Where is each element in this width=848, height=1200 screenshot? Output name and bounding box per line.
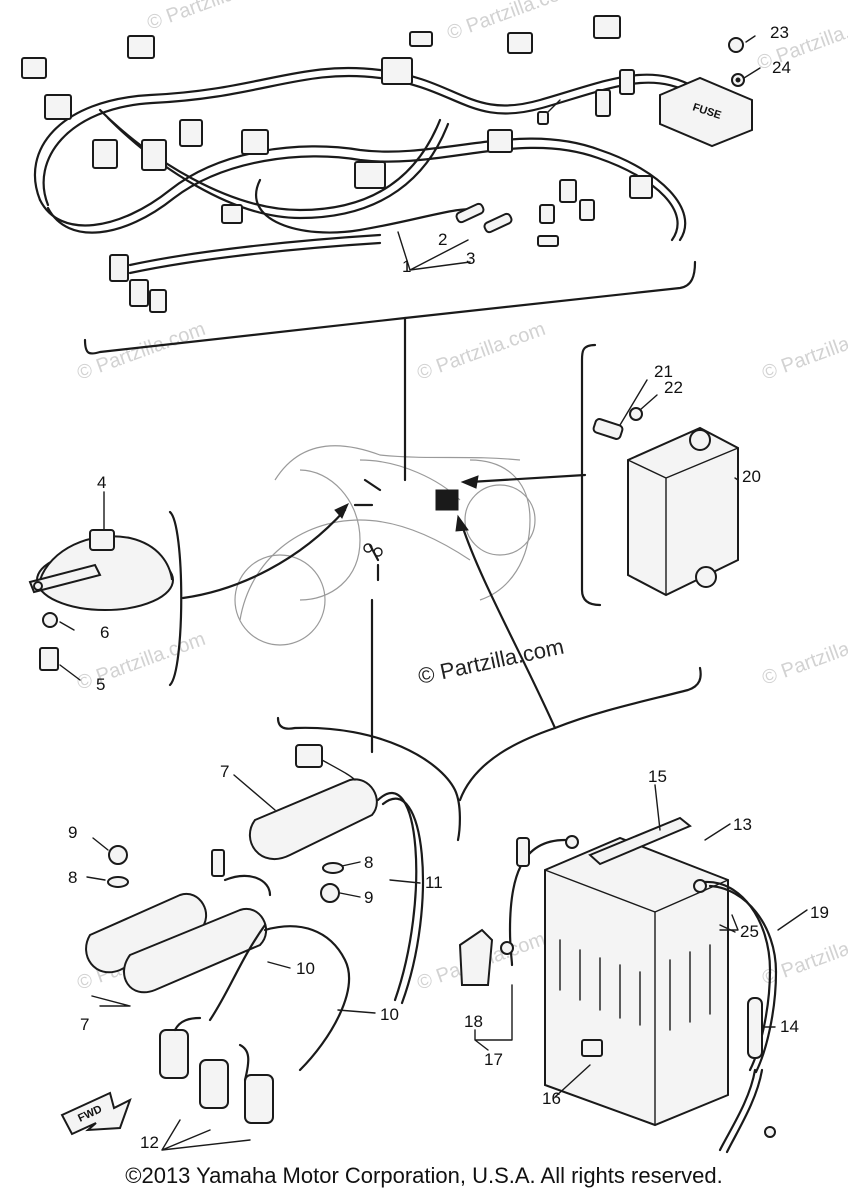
horn-pointer	[181, 508, 347, 600]
watermark: © Partzilla.com	[759, 923, 848, 990]
washer-8	[107, 876, 129, 888]
callout-2: 2	[438, 230, 447, 249]
battery	[544, 816, 729, 1127]
watermark: © Partzilla.com	[74, 318, 208, 385]
callout-7-lower: 7	[80, 1015, 89, 1034]
bolt-21	[592, 418, 624, 440]
callout-12: 12	[140, 1133, 159, 1152]
washer-6	[42, 612, 58, 628]
callout-3: 3	[466, 249, 475, 268]
callout-20: 20	[742, 467, 761, 486]
battery-pointer	[460, 523, 557, 730]
fuse-2	[455, 202, 485, 224]
plug-caps	[159, 1016, 274, 1151]
callout-8-left: 8	[68, 868, 77, 887]
washer-22	[629, 407, 643, 421]
battery-band-15	[588, 816, 692, 866]
callout-10-lower: 10	[380, 1005, 399, 1024]
callout-18: 18	[464, 1012, 483, 1031]
fuse-box: FUSE	[659, 76, 753, 148]
wire-harness: FUSE	[21, 15, 753, 355]
copyright-footer: ©2013 Yamaha Motor Corporation, U.S.A. A…	[125, 1163, 723, 1188]
breather-pipe-19	[708, 884, 778, 1074]
leader-lines	[59, 35, 808, 1098]
motorcycle-outline	[234, 445, 536, 646]
callout-24: 24	[772, 58, 791, 77]
lead-wire	[508, 838, 567, 967]
callout-11: 11	[425, 873, 443, 892]
callout-16: 16	[542, 1089, 561, 1108]
callout-14: 14	[780, 1017, 799, 1036]
regulator	[580, 343, 739, 607]
callout-5: 5	[96, 675, 105, 694]
ignition-coils-lower	[85, 849, 351, 1072]
watermark-main: © Partzilla.com	[416, 634, 566, 689]
nut-9	[320, 883, 340, 903]
callout-10-upper: 10	[296, 959, 315, 978]
tube-14	[747, 997, 763, 1059]
bolt-5	[39, 647, 59, 671]
callout-8-right: 8	[364, 853, 373, 872]
callout-7-upper: 7	[220, 762, 229, 781]
watermark: © Partzilla.com	[754, 8, 848, 75]
watermark: © Partzilla.com	[144, 0, 278, 35]
callout-4: 4	[97, 473, 106, 492]
watermark: © Partzilla.com	[759, 318, 848, 385]
callout-17: 17	[484, 1050, 503, 1069]
callout-22: 22	[664, 378, 683, 397]
watermark: © Partzilla.com	[74, 628, 208, 695]
callout-1: 1	[402, 257, 411, 276]
forward-arrow: FWD	[60, 1091, 132, 1136]
watermark: © Partzilla.com	[759, 623, 848, 690]
callout-9-right: 9	[364, 888, 373, 907]
horn	[28, 510, 183, 687]
callout-9-left: 9	[68, 823, 77, 842]
callout-13: 13	[733, 815, 752, 834]
callout-6: 6	[100, 623, 109, 642]
fuse-3	[483, 212, 513, 234]
callout-23: 23	[770, 23, 789, 42]
callout-19: 19	[810, 903, 829, 922]
screw-23	[728, 37, 744, 53]
regulator-location-mark	[435, 489, 459, 511]
ignition-coil-upper	[249, 744, 425, 1005]
washer-8	[322, 862, 344, 874]
callout-numbers: 1 2 3 4 5 6 7 7 8 8 9 9 10 10 11 12 13 1…	[68, 23, 829, 1152]
regulator-pointer	[468, 473, 587, 484]
watermark: © Partzilla.com	[414, 318, 548, 385]
callout-15: 15	[648, 767, 667, 786]
nut-9	[108, 845, 128, 865]
callout-25: 25	[740, 922, 759, 941]
callout-21: 21	[654, 362, 673, 381]
cover-18	[458, 928, 494, 986]
